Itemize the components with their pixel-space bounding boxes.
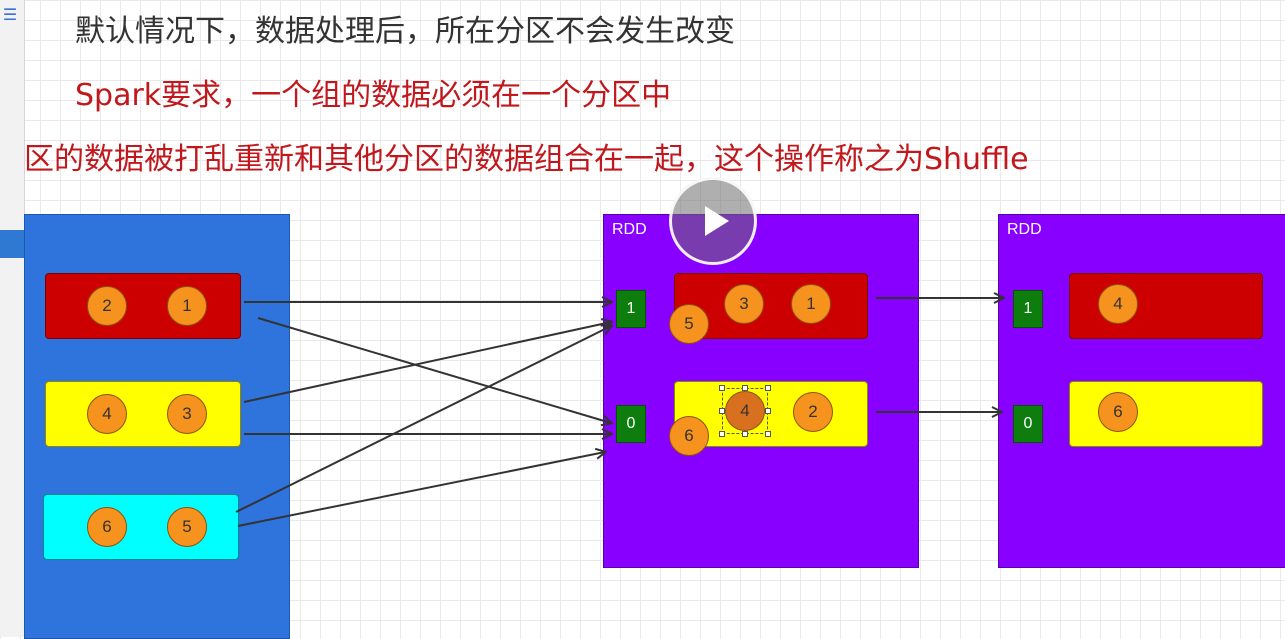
resize-handle[interactable] <box>742 385 748 391</box>
rdd-right-block: RDD 1 4 0 6 <box>998 214 1285 568</box>
rdd-label: RDD <box>1007 221 1042 238</box>
arrow-cyan-to-p1 <box>235 326 611 513</box>
source-partition-yellow: 4 3 <box>45 381 241 447</box>
data-ball: 4 <box>87 394 127 434</box>
partition-id-1: 1 <box>1013 290 1043 328</box>
data-ball-overflow: 5 <box>669 304 709 344</box>
resize-handle[interactable] <box>719 385 725 391</box>
data-ball: 6 <box>87 507 127 547</box>
note-line-1: 默认情况下，数据处理后，所在分区不会发生改变 <box>75 14 735 49</box>
resize-handle[interactable] <box>719 408 725 414</box>
data-ball: 5 <box>167 507 207 547</box>
arrow-cyan-to-p0 <box>237 452 605 527</box>
play-icon <box>705 206 729 236</box>
play-button[interactable] <box>669 177 757 265</box>
data-ball: 3 <box>167 394 207 434</box>
resize-handle[interactable] <box>765 385 771 391</box>
data-ball: 1 <box>791 284 831 324</box>
resize-handle[interactable] <box>765 431 771 437</box>
arrow-red-to-p0 <box>257 317 611 423</box>
rdd-middle-block: RDD 1 3 1 5 0 4 2 6 <box>603 214 919 568</box>
resize-handle[interactable] <box>765 408 771 414</box>
data-ball-overflow: 6 <box>669 416 709 456</box>
rdd-right-partition-red: 4 <box>1069 273 1263 339</box>
data-ball: 2 <box>793 392 833 432</box>
data-ball-selected[interactable]: 4 <box>725 391 765 431</box>
resize-handle[interactable] <box>719 431 725 437</box>
source-partition-red: 2 1 <box>45 273 241 339</box>
menu-icon[interactable]: ☰ <box>2 5 18 24</box>
note-line-3: 区的数据被打乱重新和其他分区的数据组合在一起，这个操作称之为Shuffle <box>24 142 1029 177</box>
arrow-yellow-to-p1 <box>243 322 611 403</box>
left-panel-tab[interactable] <box>0 230 24 258</box>
source-partition-cyan: 6 5 <box>43 494 239 560</box>
data-ball: 2 <box>87 286 127 326</box>
partition-id-0: 0 <box>1013 405 1043 443</box>
rdd-right-partition-yellow: 6 <box>1069 381 1263 447</box>
partition-id-1: 1 <box>616 290 646 328</box>
note-line-2: Spark要求，一个组的数据必须在一个分区中 <box>75 78 672 113</box>
data-ball: 6 <box>1098 392 1138 432</box>
data-ball: 1 <box>167 286 207 326</box>
resize-handle[interactable] <box>742 431 748 437</box>
source-block: 2 1 4 3 6 5 <box>24 214 290 639</box>
data-ball: 4 <box>1098 284 1138 324</box>
partition-id-0: 0 <box>616 405 646 443</box>
data-ball: 3 <box>724 284 764 324</box>
rdd-label: RDD <box>612 221 647 238</box>
